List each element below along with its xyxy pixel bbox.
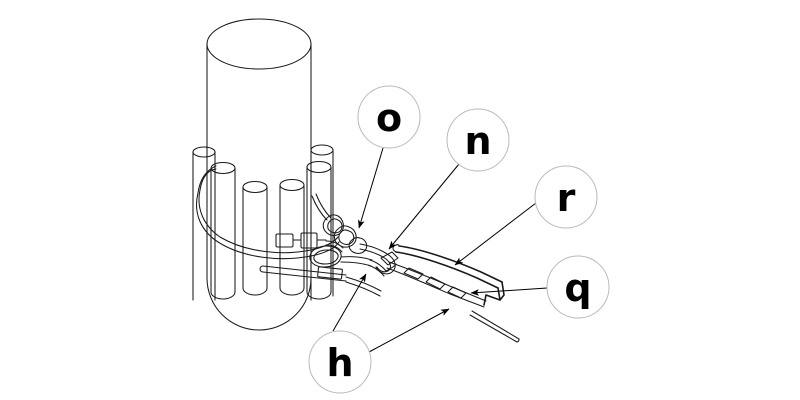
callout-o[interactable]: o bbox=[357, 85, 421, 149]
callout-q[interactable]: q bbox=[546, 255, 610, 319]
leader-lines bbox=[332, 147, 548, 353]
callout-n[interactable]: n bbox=[446, 108, 510, 172]
callout-label-n: n bbox=[464, 119, 491, 163]
strap-fitting-b bbox=[300, 232, 327, 249]
leader-o bbox=[358, 147, 384, 229]
main-vessel bbox=[206, 18, 312, 331]
callout-label-h: h bbox=[326, 341, 353, 385]
leader-h-2 bbox=[368, 308, 450, 353]
rod-2 bbox=[210, 161, 236, 300]
vessel-body bbox=[206, 43, 312, 331]
callout-circle-r[interactable] bbox=[534, 165, 598, 229]
leader-q bbox=[470, 287, 548, 296]
rod-cluster bbox=[192, 144, 334, 301]
rod-1 bbox=[192, 146, 216, 301]
leader-h-1 bbox=[332, 273, 367, 332]
encircling-strap bbox=[196, 165, 344, 260]
callout-label-q: q bbox=[564, 266, 591, 310]
callout-circle-o[interactable] bbox=[357, 85, 421, 149]
strap-fitting-a bbox=[275, 233, 302, 248]
rod-3 bbox=[242, 180, 268, 296]
vessel-top-ellipse bbox=[206, 18, 312, 70]
callout-circle-h[interactable] bbox=[308, 330, 372, 394]
leader-n bbox=[388, 163, 460, 250]
callout-group: o n r q h bbox=[308, 85, 610, 394]
callout-r[interactable]: r bbox=[534, 165, 598, 229]
rod-6 bbox=[310, 144, 334, 301]
pivot-detail bbox=[367, 259, 397, 277]
callout-circle-q[interactable] bbox=[546, 255, 610, 319]
leader-r bbox=[454, 202, 537, 266]
rod-4 bbox=[279, 178, 305, 296]
rod-5 bbox=[306, 160, 332, 300]
callout-circle-n[interactable] bbox=[446, 108, 510, 172]
callout-label-o: o bbox=[376, 96, 402, 140]
lever-bracket bbox=[380, 244, 520, 343]
shackle-chain bbox=[309, 193, 396, 275]
callout-h[interactable]: h bbox=[308, 330, 372, 394]
lower-tie-rod bbox=[259, 265, 382, 297]
callout-label-r: r bbox=[557, 176, 576, 220]
